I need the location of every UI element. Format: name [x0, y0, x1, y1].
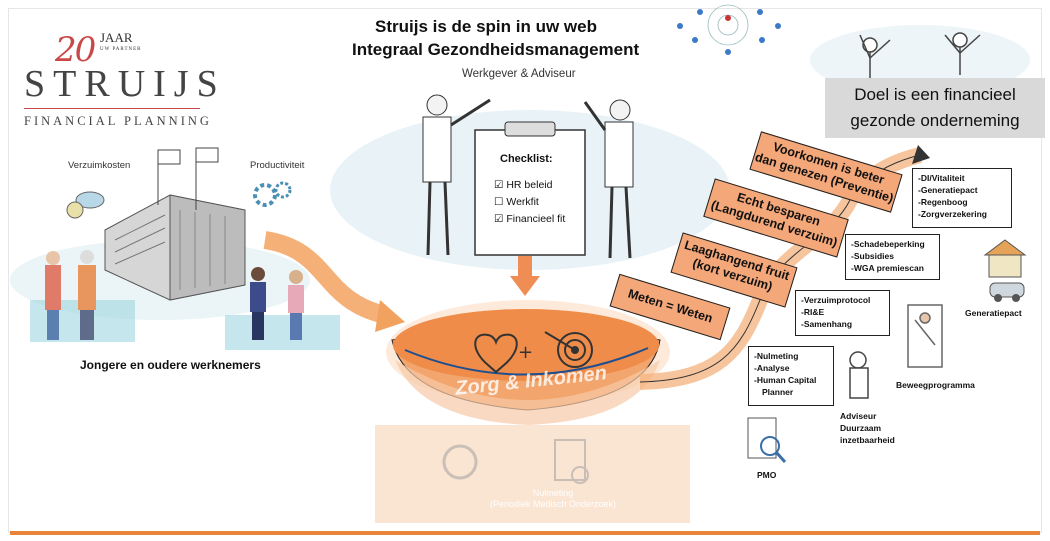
logo-jaar: JAAR	[100, 30, 133, 45]
coins-icon	[66, 191, 105, 219]
box-item: -Human Capital	[754, 375, 817, 385]
goal-line1: Doel is een financieel	[854, 85, 1016, 104]
box-item: -Regenboog	[918, 197, 968, 207]
box-item: -Samenhang	[801, 319, 853, 329]
box-item: -Verzuimprotocol	[801, 295, 871, 305]
advisor-person-icon	[849, 351, 869, 399]
advisor-figure-right	[583, 99, 634, 259]
younger-workers-figures	[250, 267, 304, 340]
gears-icon	[253, 181, 292, 207]
page-title: Struijs is de spin in uw web	[375, 17, 597, 36]
box-vitaliteit: -DI/Vitaliteit -Generatiepact -Regenboog…	[912, 168, 1012, 228]
orange-path-arrowhead	[912, 145, 930, 164]
checklist-items: ☑ HR beleid ☐ Werkfit ☑ Financieel fit	[494, 177, 565, 228]
right-mat	[225, 315, 340, 350]
page-subtitle: Integraal Gezondheidsmanagement	[352, 40, 640, 59]
box-item: -Generatiepact	[918, 185, 978, 195]
logo-jaar-sub: UW PARTNER	[100, 47, 142, 52]
pmo-icon	[747, 417, 787, 464]
verzuimkosten-label: Verzuimkosten	[68, 160, 131, 171]
adviseur-line: inzetbaarheid	[840, 435, 895, 445]
box-schade: -Schadebeperking -Subsidies -WGA premies…	[845, 234, 940, 280]
nulmeting-box	[375, 425, 690, 523]
box-item: -Schadebeperking	[851, 239, 925, 249]
adviseur-label: Adviseur Duurzaam inzetbaarheid	[840, 410, 895, 446]
nulmeting-caption: Nulmeting (Periodiek Medisch Onderzoek)	[490, 488, 616, 510]
box-item: -Analyse	[754, 363, 790, 373]
checkbox-empty-icon: ☐	[494, 196, 504, 208]
checkbox-checked-icon: ☑	[494, 213, 504, 225]
gym-machine-icon	[907, 304, 943, 368]
checklist-title: Checklist:	[500, 153, 553, 165]
box-verzuim: -Verzuimprotocol -RI&E -Samenhang	[795, 290, 890, 336]
goal-line2: gezonde onderneming	[850, 111, 1020, 130]
checklist-item: ☐ Werkfit	[494, 196, 539, 208]
logo-rule	[24, 108, 200, 109]
celebrating-figures	[859, 32, 981, 80]
stethoscope-icon	[442, 444, 478, 480]
clipboard	[474, 129, 586, 256]
plus-icon: +	[518, 342, 533, 363]
document-search-icon	[554, 439, 589, 484]
goal-box: Doel is een financieel gezonde ondernemi…	[825, 78, 1045, 138]
network-web-icon	[677, 4, 781, 55]
nulmeting-line1: Nulmeting	[532, 488, 574, 498]
pmo-label: PMO	[757, 470, 777, 480]
generatiepact-label: Generatiepact	[965, 308, 1022, 318]
nulmeting-line2: (Periodiek Medisch Onderzoek)	[490, 499, 617, 509]
logo-subtitle: FINANCIAL PLANNING	[24, 114, 212, 128]
checklist-item: ☑ Financieel fit	[494, 213, 566, 225]
house-icon	[983, 239, 1027, 278]
box-item: Planner	[762, 387, 794, 397]
werkgever-label: Werkgever & Adviseur	[462, 68, 576, 80]
checkbox-checked-icon: ☑	[494, 179, 504, 191]
bowl-bottom	[395, 360, 660, 425]
workers-label: Jongere en oudere werknemers	[80, 358, 261, 372]
car-icon	[989, 282, 1025, 302]
advisor-figure-left	[422, 94, 491, 256]
box-item: -Nulmeting	[754, 351, 799, 361]
target-icon	[544, 331, 593, 368]
box-item: -Zorgverzekering	[918, 209, 987, 219]
box-item: -WGA premiescan	[851, 263, 924, 273]
older-workers-figures	[45, 250, 96, 340]
beweegprogramma-label: Beweegprogramma	[896, 380, 975, 390]
left-orange-arrow	[263, 231, 388, 324]
company-logo: STRUIJS	[24, 63, 226, 105]
box-item: -RI&E	[801, 307, 825, 317]
box-nulmeting: -Nulmeting -Analyse -Human Capital Plann…	[748, 346, 834, 406]
productiviteit-label: Productiviteit	[250, 160, 305, 171]
down-arrow-stem	[518, 256, 532, 276]
bowl-rim	[393, 309, 659, 381]
box-item: -Subsidies	[851, 251, 894, 261]
down-arrow-head	[510, 276, 540, 296]
checklist-item: ☑ HR beleid	[494, 179, 553, 191]
office-building-icon	[104, 147, 246, 301]
heart-icon	[474, 333, 518, 374]
bottom-accent-bar	[10, 531, 1040, 535]
box-item: -DI/Vitaliteit	[918, 173, 965, 183]
adviseur-line: Duurzaam	[840, 423, 882, 433]
adviseur-line: Adviseur	[840, 411, 877, 421]
logo-anniversary-text: JAAR UW PARTNER	[100, 30, 142, 56]
logo-anniversary-number: 20	[55, 30, 96, 70]
